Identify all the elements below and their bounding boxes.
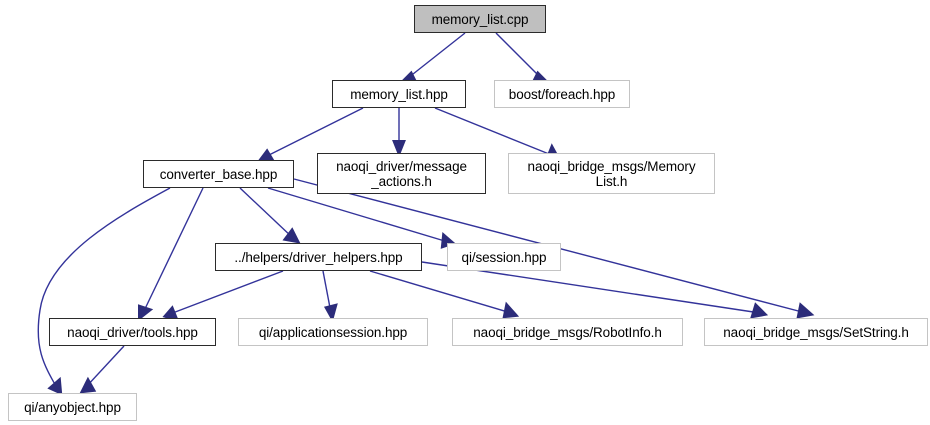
graph-edge-memory_list_hpp-to-converter_base_hpp	[264, 107, 364, 158]
arrowhead-icon	[392, 140, 406, 158]
arrowhead-icon	[79, 376, 97, 394]
graph-node-message_actions_h[interactable]: naoqi_driver/message _actions.h	[317, 153, 486, 194]
graph-node-boost_foreach_hpp[interactable]: boost/foreach.hpp	[494, 80, 630, 108]
arrowhead-icon	[138, 304, 154, 322]
graph-node-label: ../helpers/driver_helpers.hpp	[234, 249, 403, 265]
graph-node-memory_list_hpp[interactable]: memory_list.hpp	[332, 80, 466, 108]
arrowhead-icon	[796, 302, 815, 319]
arrowhead-icon	[750, 302, 769, 319]
graph-node-memorylist_h[interactable]: naoqi_bridge_msgs/Memory List.h	[508, 153, 715, 194]
graph-node-label: memory_list.cpp	[431, 11, 529, 27]
graph-node-naoqi_driver_tools_hpp[interactable]: naoqi_driver/tools.hpp	[49, 318, 216, 346]
graph-edge-converter_base_hpp-to-driver_helpers_hpp	[239, 187, 294, 239]
graph-node-label: converter_base.hpp	[159, 166, 278, 182]
arrowhead-icon	[282, 227, 301, 244]
graph-node-driver_helpers_hpp[interactable]: ../helpers/driver_helpers.hpp	[215, 243, 422, 271]
graph-node-label: naoqi_driver/tools.hpp	[67, 324, 198, 340]
graph-node-label: naoqi_bridge_msgs/SetString.h	[723, 324, 909, 340]
graph-edge-driver_helpers_hpp-to-naoqi_driver_tools_hpp	[169, 270, 284, 315]
graph-node-label: qi/anyobject.hpp	[24, 399, 121, 415]
graph-node-qi_session_hpp[interactable]: qi/session.hpp	[447, 243, 561, 271]
graph-node-label: naoqi_bridge_msgs/RobotInfo.h	[473, 324, 662, 340]
graph-node-qi_anyobject_hpp[interactable]: qi/anyobject.hpp	[8, 393, 137, 421]
graph-edge-converter_base_hpp-to-qi_session_hpp	[267, 187, 449, 243]
graph-node-label: naoqi_driver/message _actions.h	[336, 158, 467, 189]
graph-node-setstring_h[interactable]: naoqi_bridge_msgs/SetString.h	[704, 318, 928, 346]
graph-node-robotinfo_h[interactable]: naoqi_bridge_msgs/RobotInfo.h	[452, 318, 683, 346]
graph-edge-memory_list_hpp-to-memorylist_h	[434, 107, 555, 157]
graph-edge-converter_base_hpp-to-naoqi_driver_tools_hpp	[142, 187, 204, 314]
arrowhead-icon	[162, 305, 180, 323]
graph-node-label: qi/session.hpp	[461, 249, 547, 265]
graph-node-qi_applicationsession_hpp[interactable]: qi/applicationsession.hpp	[238, 318, 428, 346]
graph-node-converter_base_hpp[interactable]: converter_base.hpp	[143, 160, 294, 188]
graph-edge-naoqi_driver_tools_hpp-to-qi_anyobject_hpp	[85, 345, 125, 388]
graph-node-label: memory_list.hpp	[350, 86, 448, 102]
graph-node-label: qi/applicationsession.hpp	[258, 324, 408, 340]
graph-node-memory_list_cpp[interactable]: memory_list.cpp	[414, 5, 546, 33]
graph-edge-converter_base_hpp-to-qi_anyobject_hpp	[37, 187, 171, 389]
arrowhead-icon	[47, 376, 63, 396]
graph-node-label: boost/foreach.hpp	[508, 86, 616, 102]
arrowhead-icon	[502, 301, 520, 319]
graph-node-label: naoqi_bridge_msgs/Memory List.h	[527, 158, 696, 189]
graph-edge-memory_list_cpp-to-memory_list_hpp	[407, 32, 466, 79]
graph-edge-memory_list_cpp-to-boost_foreach_hpp	[495, 32, 542, 79]
graph-edge-driver_helpers_hpp-to-robotinfo_h	[369, 270, 512, 314]
arrowhead-icon	[323, 303, 338, 323]
